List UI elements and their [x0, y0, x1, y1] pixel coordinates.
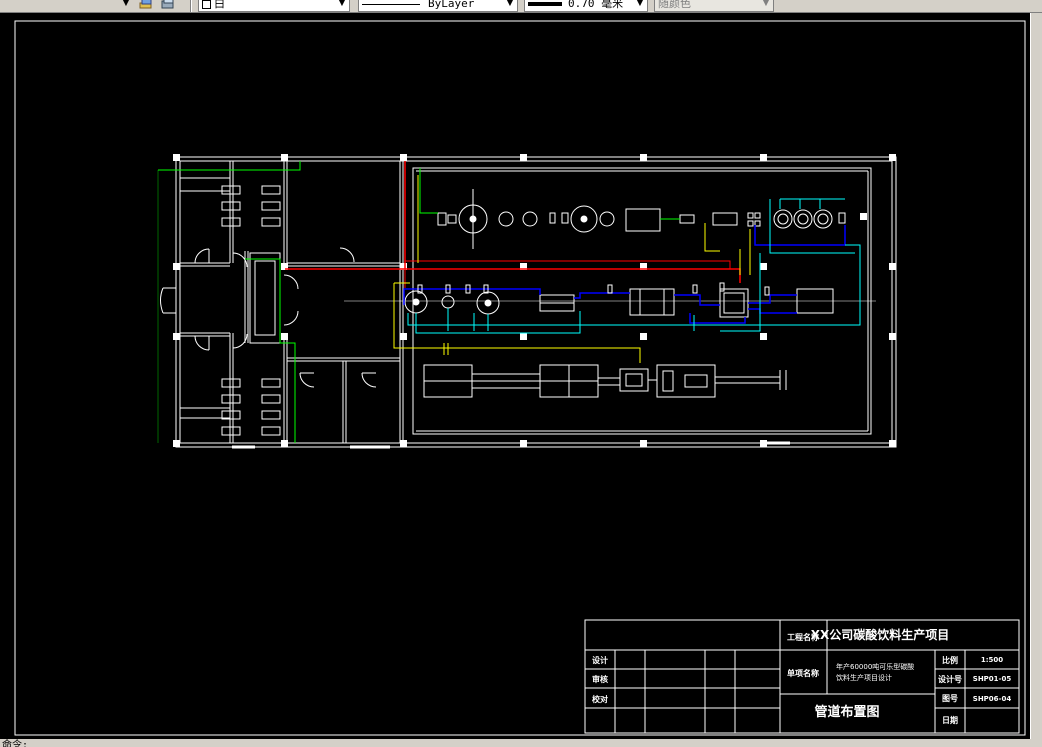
- command-line[interactable]: 命令:: [0, 739, 1042, 747]
- row-label-checker: 校对: [592, 694, 608, 704]
- column-markers: [173, 154, 896, 447]
- dropdown-arrow-icon[interactable]: ▼: [122, 0, 130, 8]
- row-label-reviewer: 审核: [592, 674, 608, 684]
- layer-states-icon[interactable]: [138, 0, 154, 10]
- drawing-svg: 工程名称 XX公司碳酸饮料生产项目 单项名称 年产60000吨可乐型碳酸 饮料生…: [14, 20, 1026, 736]
- title-block-frame: [584, 619, 1020, 734]
- valve-markers: [417, 282, 770, 296]
- plotstyle-dropdown-arrow-icon: ▼: [762, 0, 770, 8]
- lineweight-control-value: 0.70 毫米: [568, 0, 624, 10]
- piping: [157, 161, 861, 443]
- drawing-canvas[interactable]: 工程名称 XX公司碳酸饮料生产项目 单项名称 年产60000吨可乐型碳酸 饮料生…: [0, 13, 1030, 739]
- color-control[interactable]: 白: [198, 0, 350, 12]
- scale-label: 比例: [942, 655, 958, 665]
- lineweight-dropdown-arrow-icon[interactable]: ▼: [636, 0, 644, 8]
- lineweight-sample-icon: [528, 2, 562, 6]
- item-name-label: 单项名称: [787, 668, 819, 678]
- linetype-control-value: ByLayer: [428, 0, 475, 10]
- lockers-bottom: [221, 378, 281, 436]
- date-label: 日期: [942, 715, 958, 725]
- item-name-line2: 饮料生产项目设计: [836, 673, 892, 682]
- lockers-top: [221, 185, 281, 227]
- item-name-line1: 年产60000吨可乐型碳酸: [836, 662, 914, 671]
- design-no-value: SHP01-05: [973, 675, 1012, 683]
- plotstyle-control-value: 随颜色: [658, 0, 691, 10]
- plotstyle-control: 随颜色: [654, 0, 774, 12]
- row-label-designer: 设计: [592, 655, 608, 665]
- drawing-frame: [14, 20, 1026, 736]
- color-swatch-icon: [202, 0, 211, 9]
- drawing-no-label: 图号: [942, 694, 958, 703]
- lineweight-control[interactable]: 0.70 毫米: [524, 0, 648, 12]
- properties-toolbar: ▼ 白 ▼ ByLayer ▼ 0.70 毫米 ▼ 随颜色 ▼: [0, 0, 1042, 13]
- building-plan: [160, 156, 897, 449]
- color-dropdown-arrow-icon[interactable]: ▼: [338, 0, 346, 8]
- linetype-dropdown-arrow-icon[interactable]: ▼: [506, 0, 514, 8]
- command-line-text: 命令:: [2, 740, 29, 747]
- linetype-control[interactable]: ByLayer: [358, 0, 518, 12]
- color-control-value: 白: [214, 0, 225, 10]
- outer-wall-inner: [179, 160, 893, 444]
- project-name: XX公司碳酸饮料生产项目: [811, 627, 950, 642]
- project-name-label: 工程名称: [787, 632, 819, 642]
- linetype-sample-icon: [362, 3, 420, 5]
- vertical-scrollbar[interactable]: [1030, 13, 1042, 739]
- drawing-title: 管道布置图: [814, 704, 879, 720]
- drawing-no-value: SHP06-04: [973, 695, 1012, 703]
- title-block: [584, 619, 1020, 734]
- outer-wall-outer: [175, 156, 897, 448]
- layer-previous-icon[interactable]: [160, 0, 176, 10]
- toolbar-separator: [190, 0, 192, 12]
- scale-value: 1:500: [981, 656, 1003, 664]
- design-no-label: 设计号: [938, 674, 962, 684]
